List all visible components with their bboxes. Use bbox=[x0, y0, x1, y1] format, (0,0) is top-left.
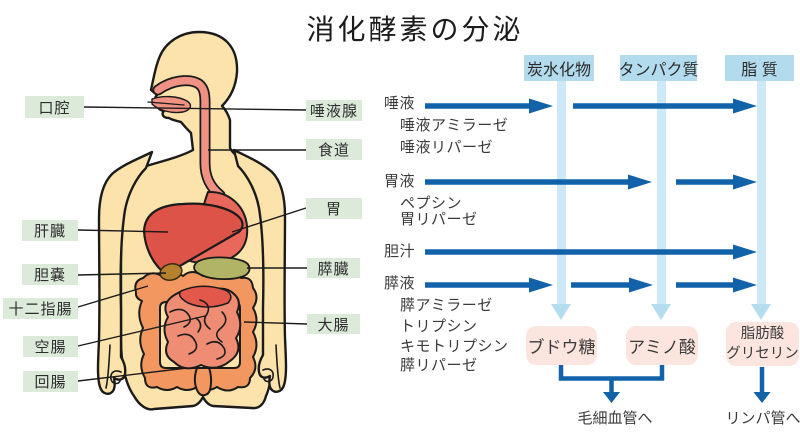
label-jejunum: 空腸 bbox=[23, 336, 78, 357]
label-oral-cavity: 口腔 bbox=[25, 96, 84, 118]
saliva-arrowhead-1 bbox=[529, 98, 553, 114]
protein-stream-arrowhead-icon bbox=[651, 304, 671, 320]
bile-arrowhead bbox=[733, 244, 757, 260]
label-gallbladder: 胆嚢 bbox=[22, 264, 78, 285]
merge-bracket bbox=[558, 365, 665, 381]
label-esophagus: 食道 bbox=[306, 139, 362, 160]
fat-stream-arrowhead-icon bbox=[751, 304, 771, 320]
human-body-figure bbox=[96, 30, 288, 411]
enzyme-item: キモトリプシン bbox=[400, 338, 509, 355]
gallbladder-shape bbox=[159, 263, 183, 281]
enzyme-item: トリプシン bbox=[400, 318, 478, 335]
fat-stream-bar bbox=[757, 81, 766, 305]
rectum-shape bbox=[193, 367, 213, 397]
enzyme-item: 胃リパーゼ bbox=[400, 211, 478, 228]
enzyme-item: 膵リパーゼ bbox=[400, 357, 478, 374]
lymph-down-arrow-icon bbox=[753, 392, 771, 403]
right-arm-shape bbox=[232, 148, 288, 393]
gastric-arrowhead-1 bbox=[628, 174, 652, 190]
carbohydrate-stream-arrowhead-icon bbox=[551, 304, 571, 320]
leader-duodenum bbox=[77, 285, 149, 308]
destination-lymph: リンパ管へ bbox=[725, 410, 800, 427]
pancreatic-arrowhead-1 bbox=[529, 277, 553, 293]
label-duodenum: 十二指腸 bbox=[3, 298, 78, 319]
saliva-arrowhead-2 bbox=[733, 98, 757, 114]
pancreatic-arrowhead-2 bbox=[629, 277, 653, 293]
leader-lines bbox=[77, 106, 308, 382]
label-large-intestine: 大腸 bbox=[307, 314, 360, 334]
right-hand-finger-lines bbox=[262, 344, 281, 389]
nutrient-stream-bars bbox=[551, 81, 771, 320]
enzyme-item: 唾液リパーゼ bbox=[400, 139, 494, 156]
left-arm-shape bbox=[96, 150, 154, 395]
leader-oral-salivary bbox=[83, 106, 307, 111]
product-glycerin-text: グリセリン bbox=[726, 346, 799, 362]
enzyme-item: 唾液アミラーゼ bbox=[400, 117, 509, 134]
liver-shape bbox=[142, 202, 244, 276]
leader-liver bbox=[77, 229, 169, 233]
label-pancreas: 膵臓 bbox=[307, 258, 360, 278]
row-label-saliva: 唾液 bbox=[384, 95, 416, 112]
pancreatic-arrowhead-3 bbox=[733, 277, 757, 293]
product-fatty-acid-glycerin: 脂肪酸 グリセリン bbox=[726, 322, 799, 366]
left-hand-finger-lines bbox=[105, 344, 122, 389]
product-fatty-acid-text: 脂肪酸 bbox=[740, 326, 785, 342]
label-stomach: 胃 bbox=[306, 198, 362, 219]
row-label-pancreatic-juice: 膵液 bbox=[384, 275, 416, 292]
enzyme-item: 膵アミラーゼ bbox=[400, 297, 493, 314]
leader-stomach bbox=[231, 207, 307, 233]
row-label-bile: 胆汁 bbox=[384, 243, 416, 260]
label-ileum: 回腸 bbox=[23, 371, 78, 392]
protein-stream-bar bbox=[657, 81, 666, 305]
product-connectors bbox=[558, 365, 771, 403]
leader-large-intestine bbox=[243, 321, 308, 325]
pancreas-shape bbox=[193, 256, 251, 280]
label-liver: 肝臓 bbox=[22, 220, 78, 241]
enzyme-item: ペプシン bbox=[400, 195, 463, 212]
destination-capillary: 毛細血管へ bbox=[577, 410, 653, 427]
carbohydrate-stream-bar bbox=[557, 81, 566, 305]
capillary-down-arrow-icon bbox=[603, 392, 620, 403]
product-amino-acid: アミノ酸 bbox=[626, 326, 698, 365]
flow-arrows bbox=[425, 98, 757, 293]
label-salivary-gland: 唾液腺 bbox=[306, 100, 362, 121]
leader-gallbladder bbox=[77, 272, 167, 276]
header-carbohydrate: 炭水化物 bbox=[524, 55, 594, 81]
product-glucose-text: ブドウ糖 bbox=[527, 338, 596, 357]
intestine-coil-lines bbox=[169, 299, 227, 360]
page-title: 消化酵素の分泌 bbox=[306, 15, 524, 46]
leader-jejunum bbox=[77, 315, 206, 347]
small-intestine-shape bbox=[163, 287, 242, 370]
mouth-line bbox=[147, 101, 185, 106]
leader-ileum bbox=[77, 367, 188, 382]
small-intestine-dark-coil bbox=[178, 285, 232, 308]
row-label-gastric-juice: 胃液 bbox=[384, 173, 416, 190]
gastric-arrowhead-2 bbox=[733, 174, 757, 190]
product-amino-acid-text: アミノ酸 bbox=[628, 338, 696, 357]
header-fat: 脂 質 bbox=[725, 55, 794, 81]
esophagus-fill bbox=[154, 76, 224, 199]
header-protein: タンパク質 bbox=[619, 55, 699, 81]
product-glucose: ブドウ糖 bbox=[526, 326, 597, 365]
